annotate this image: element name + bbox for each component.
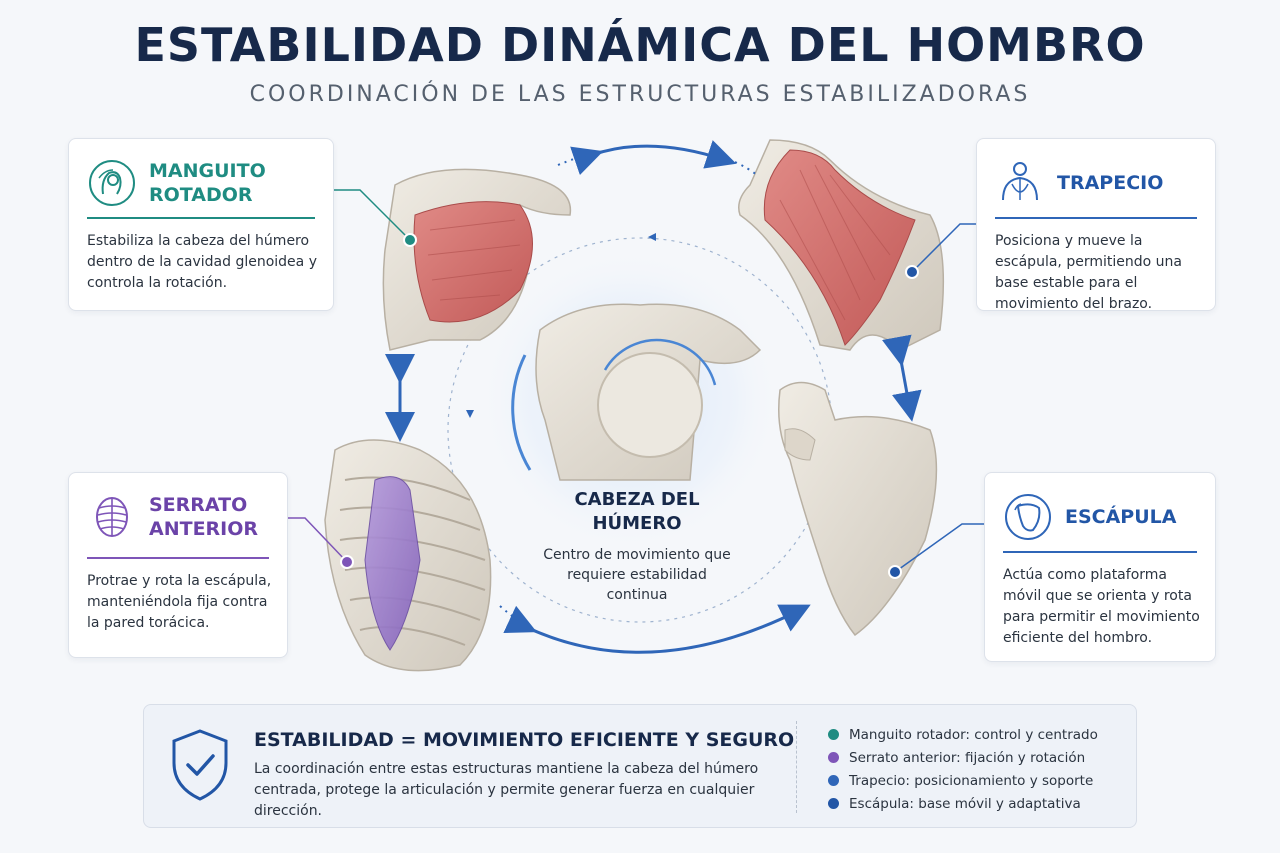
card-title: MANGUITO ROTADOR <box>149 160 266 206</box>
ribcage-icon <box>96 497 128 537</box>
legend-item: Trapecio: posicionamiento y soporte <box>828 769 1128 792</box>
serratus-ribcage-illustration <box>324 439 492 672</box>
marker-serrato <box>340 555 354 569</box>
legend-label: Manguito rotador: control y centrado <box>849 726 1098 743</box>
arrow-top <box>570 140 737 176</box>
legend-label: Trapecio: posicionamiento y soporte <box>849 772 1094 789</box>
legend-item: Manguito rotador: control y centrado <box>828 723 1128 746</box>
trapezius-illustration <box>738 139 945 351</box>
connector-manguito <box>334 189 411 241</box>
summary-title: ESTABILIDAD = MOVIMIENTO EFICIENTE Y SEG… <box>254 729 795 751</box>
card-description: Posiciona y mueve la escápula, permitien… <box>995 233 1182 312</box>
legend-item: Serrato anterior: fijación y rotación <box>828 746 1128 769</box>
marker-escapula <box>888 565 902 579</box>
center-label: CABEZA DEL HÚMERO <box>574 489 700 534</box>
summary-divider <box>796 721 797 813</box>
rotator-cuff-illustration <box>382 168 572 351</box>
scapula-icon <box>1005 494 1051 540</box>
connector-serrato <box>288 517 348 563</box>
arrow-bottom <box>503 604 811 654</box>
arrow-top-left-dash <box>557 155 586 166</box>
card-trapecio: TRAPECIO Posiciona y mueve la escápula, … <box>976 138 1216 312</box>
marker-trapecio <box>905 265 919 279</box>
connector-trapecio <box>911 223 976 273</box>
legend-dot <box>828 752 839 763</box>
center-description: Centro de movimiento que requiere estabi… <box>543 547 731 603</box>
rotator-cuff-icon <box>89 160 135 206</box>
humerus-head-illustration <box>511 303 762 481</box>
summary-panel: ESTABILIDAD = MOVIMIENTO EFICIENTE Y SEG… <box>143 704 1137 828</box>
arrow-right-vertical <box>882 334 922 422</box>
arrow-bottom-left-dash <box>499 605 519 621</box>
card-divider <box>995 217 1197 219</box>
card-divider <box>87 217 315 219</box>
legend-label: Serrato anterior: fijación y rotación <box>849 749 1086 766</box>
card-title: ESCÁPULA <box>1065 506 1177 528</box>
card-description: Actúa como plataforma móvil que se orien… <box>1003 567 1200 646</box>
legend-label: Escápula: base móvil y adaptativa <box>849 795 1081 812</box>
card-divider <box>87 557 269 559</box>
legend-dot <box>828 729 839 740</box>
inner-arrow-left <box>466 410 474 418</box>
scapula-illustration <box>778 381 938 637</box>
inner-arrow-top <box>648 233 656 241</box>
legend: Manguito rotador: control y centrado Ser… <box>828 723 1128 815</box>
torso-icon <box>1002 162 1038 201</box>
page-title: ESTABILIDAD DINÁMICA DEL HOMBRO <box>134 18 1146 72</box>
arrow-top-right-dash <box>734 161 758 176</box>
card-serrato-anterior: SERRATO ANTERIOR Protrae y rota la escáp… <box>68 472 288 658</box>
legend-item: Escápula: base móvil y adaptativa <box>828 792 1128 815</box>
card-escapula: ESCÁPULA Actúa como plataforma móvil que… <box>984 472 1216 662</box>
connector-escapula <box>894 523 984 573</box>
card-description: Estabiliza la cabeza del húmero dentro d… <box>87 233 317 291</box>
shield-check-icon <box>172 729 228 801</box>
card-title: TRAPECIO <box>1057 172 1164 194</box>
card-description: Protrae y rota la escápula, manteniéndol… <box>87 573 272 631</box>
legend-dot <box>828 775 839 786</box>
marker-manguito <box>403 233 417 247</box>
card-title: SERRATO ANTERIOR <box>149 494 259 540</box>
summary-text: La coordinación entre estas estructuras … <box>254 761 759 819</box>
page-subtitle: COORDINACIÓN DE LAS ESTRUCTURAS ESTABILI… <box>249 82 1031 107</box>
card-manguito-rotador: MANGUITO ROTADOR Estabiliza la cabeza de… <box>68 138 334 311</box>
legend-dot <box>828 798 839 809</box>
card-divider <box>1003 551 1197 553</box>
